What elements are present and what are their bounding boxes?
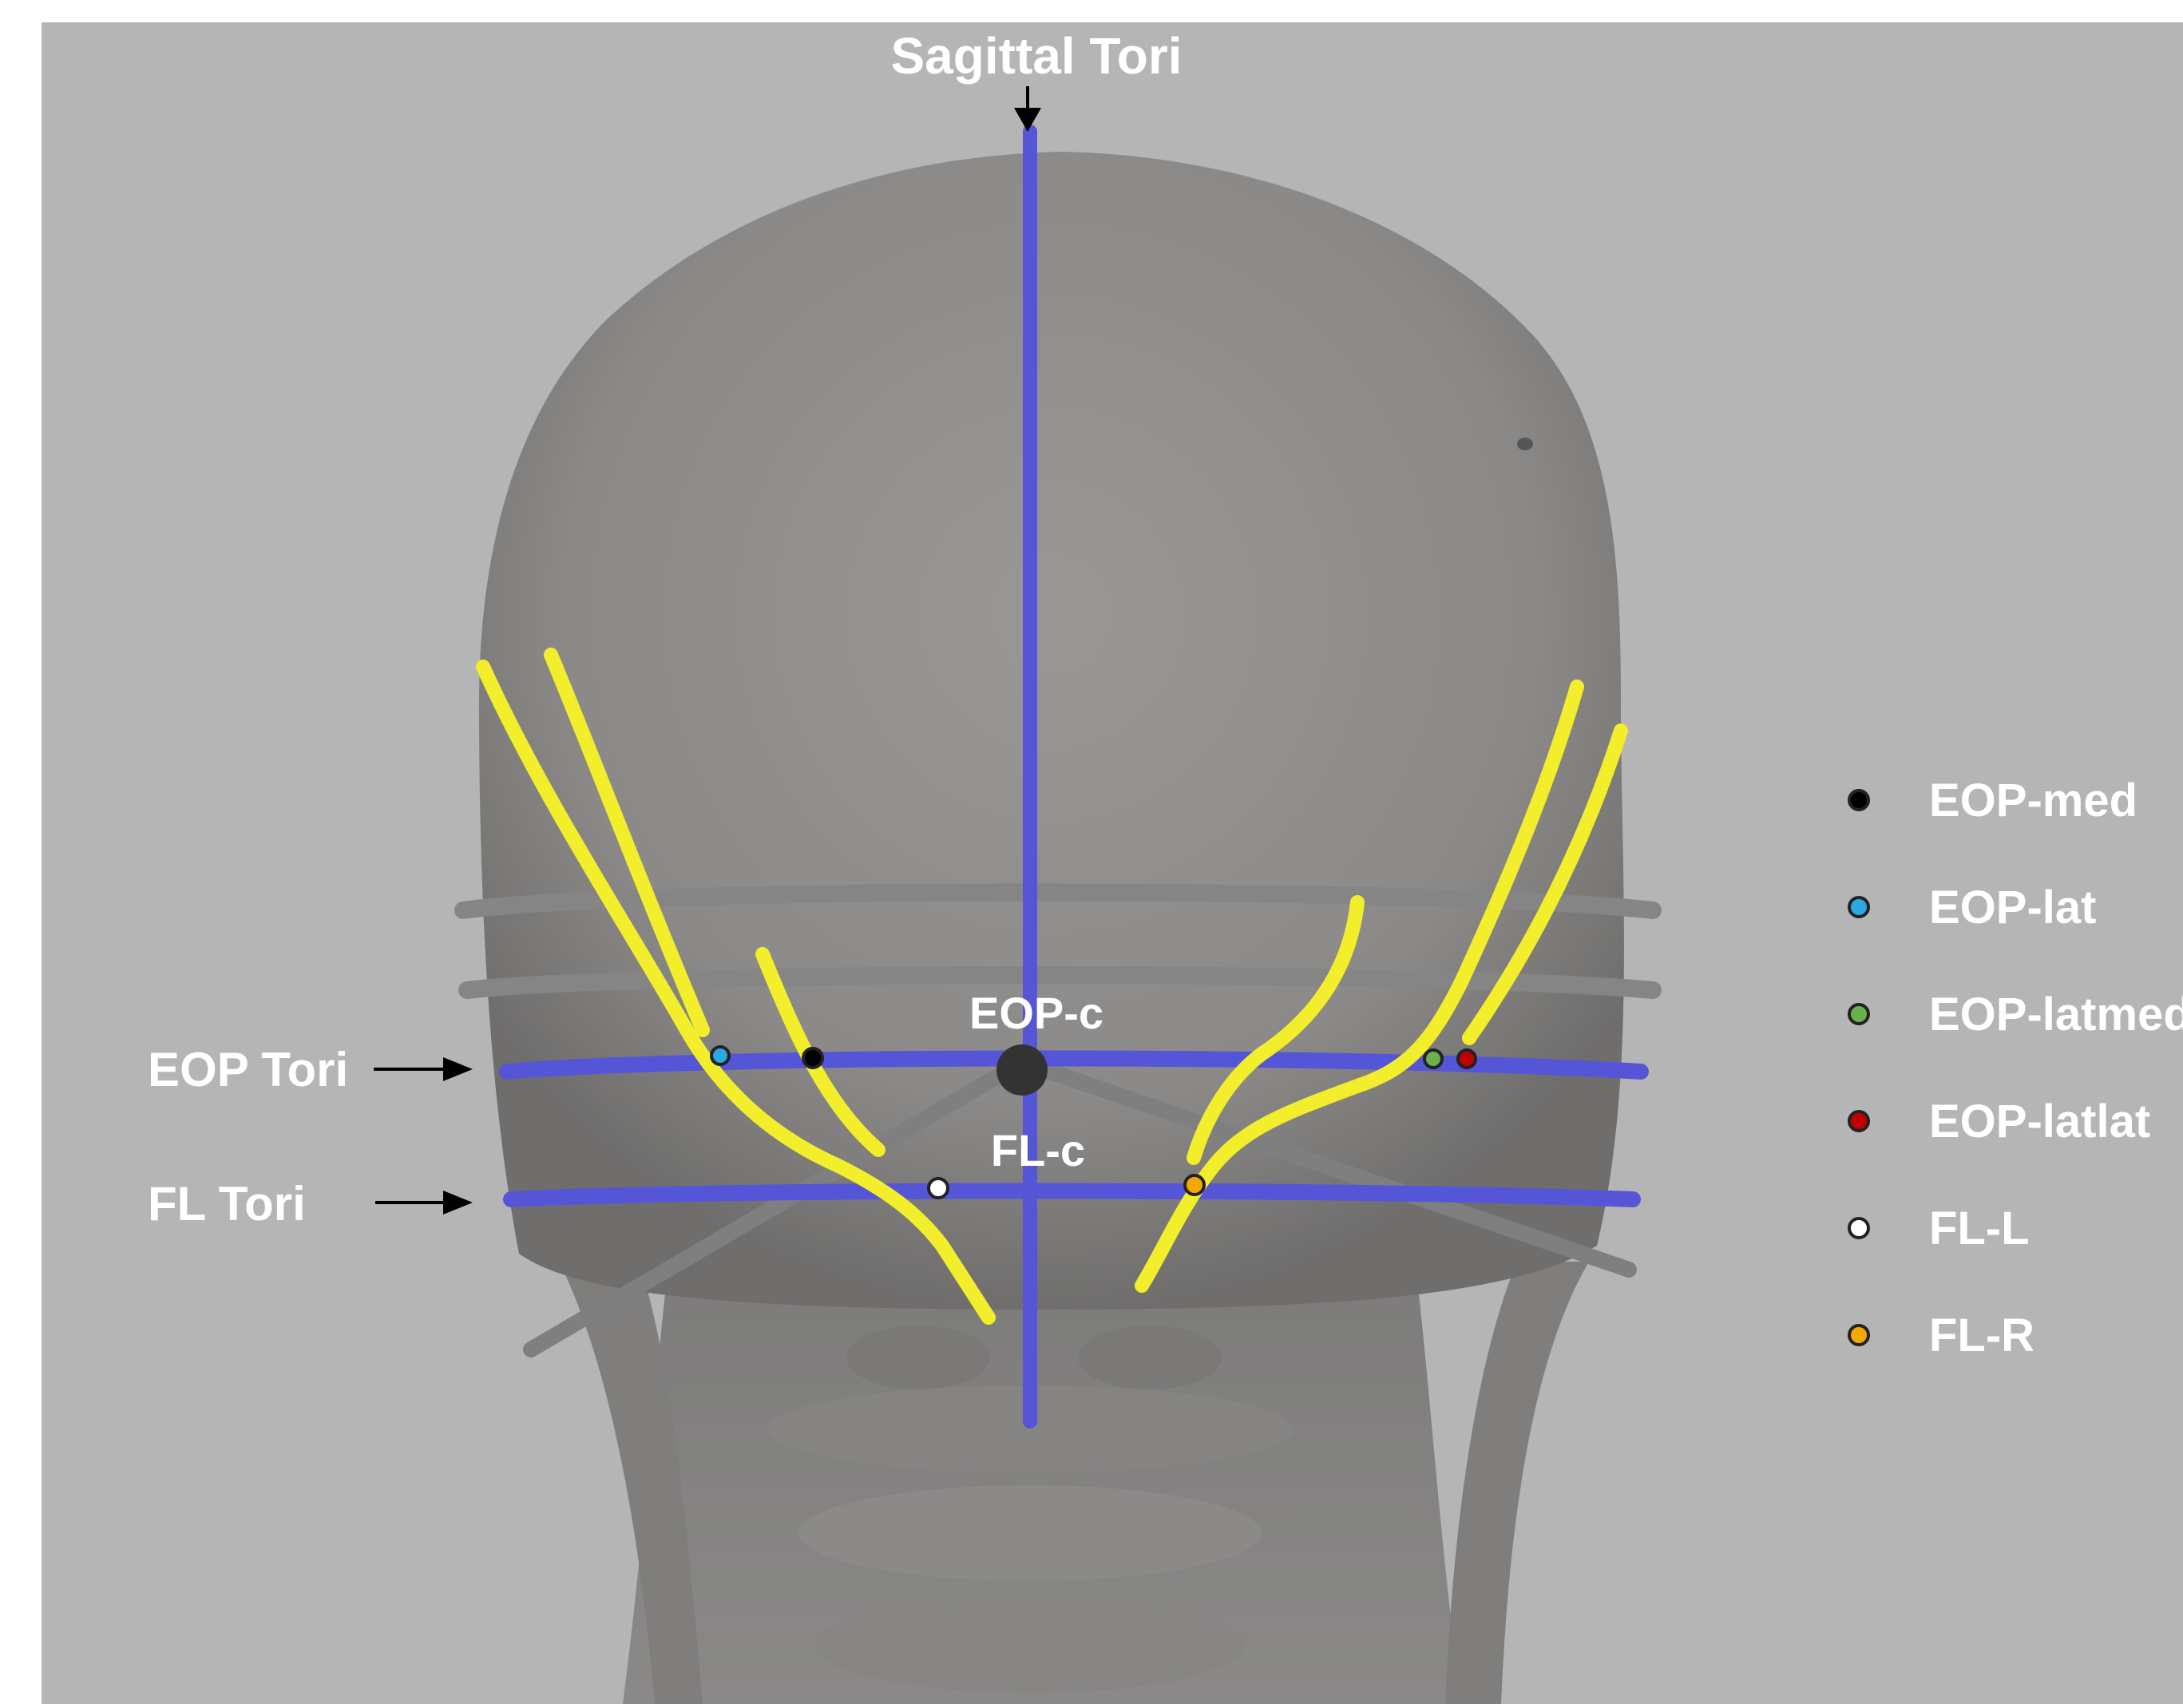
eop-c-protuberance	[996, 1044, 1048, 1096]
legend-label: FL-L	[1929, 1203, 2030, 1254]
legend-swatch	[1849, 1219, 1868, 1238]
fl-r-marker	[1185, 1175, 1204, 1195]
eop-med-marker	[803, 1048, 822, 1068]
legend-label: EOP-latmed	[1929, 989, 2183, 1040]
legend-swatch	[1849, 1005, 1868, 1024]
skull-foramen	[1517, 438, 1533, 450]
legend-label: EOP-med	[1929, 775, 2137, 826]
legend-swatch	[1849, 1112, 1868, 1131]
fl-torus	[511, 1191, 1633, 1200]
legend-swatch	[1849, 898, 1868, 917]
sagittal-tori-label: Sagittal Tori	[890, 27, 1182, 85]
fl-tori-label: FL Tori	[148, 1177, 306, 1230]
legend-label: EOP-latlat	[1929, 1096, 2150, 1147]
legend-label: FL-R	[1929, 1310, 2034, 1361]
eop-tori-label: EOP Tori	[148, 1043, 348, 1096]
eop-c-label: EOP-c	[969, 988, 1103, 1038]
eop-lat-marker	[711, 1047, 729, 1064]
legend-swatch	[1849, 791, 1868, 810]
fl-c-label: FL-c	[991, 1125, 1085, 1175]
eop-latmed-marker	[1424, 1050, 1442, 1068]
eop-latlat-marker	[1458, 1050, 1476, 1068]
legend-swatch	[1849, 1326, 1868, 1345]
fl-l-marker	[929, 1179, 948, 1198]
legend-label: EOP-lat	[1929, 882, 2097, 933]
